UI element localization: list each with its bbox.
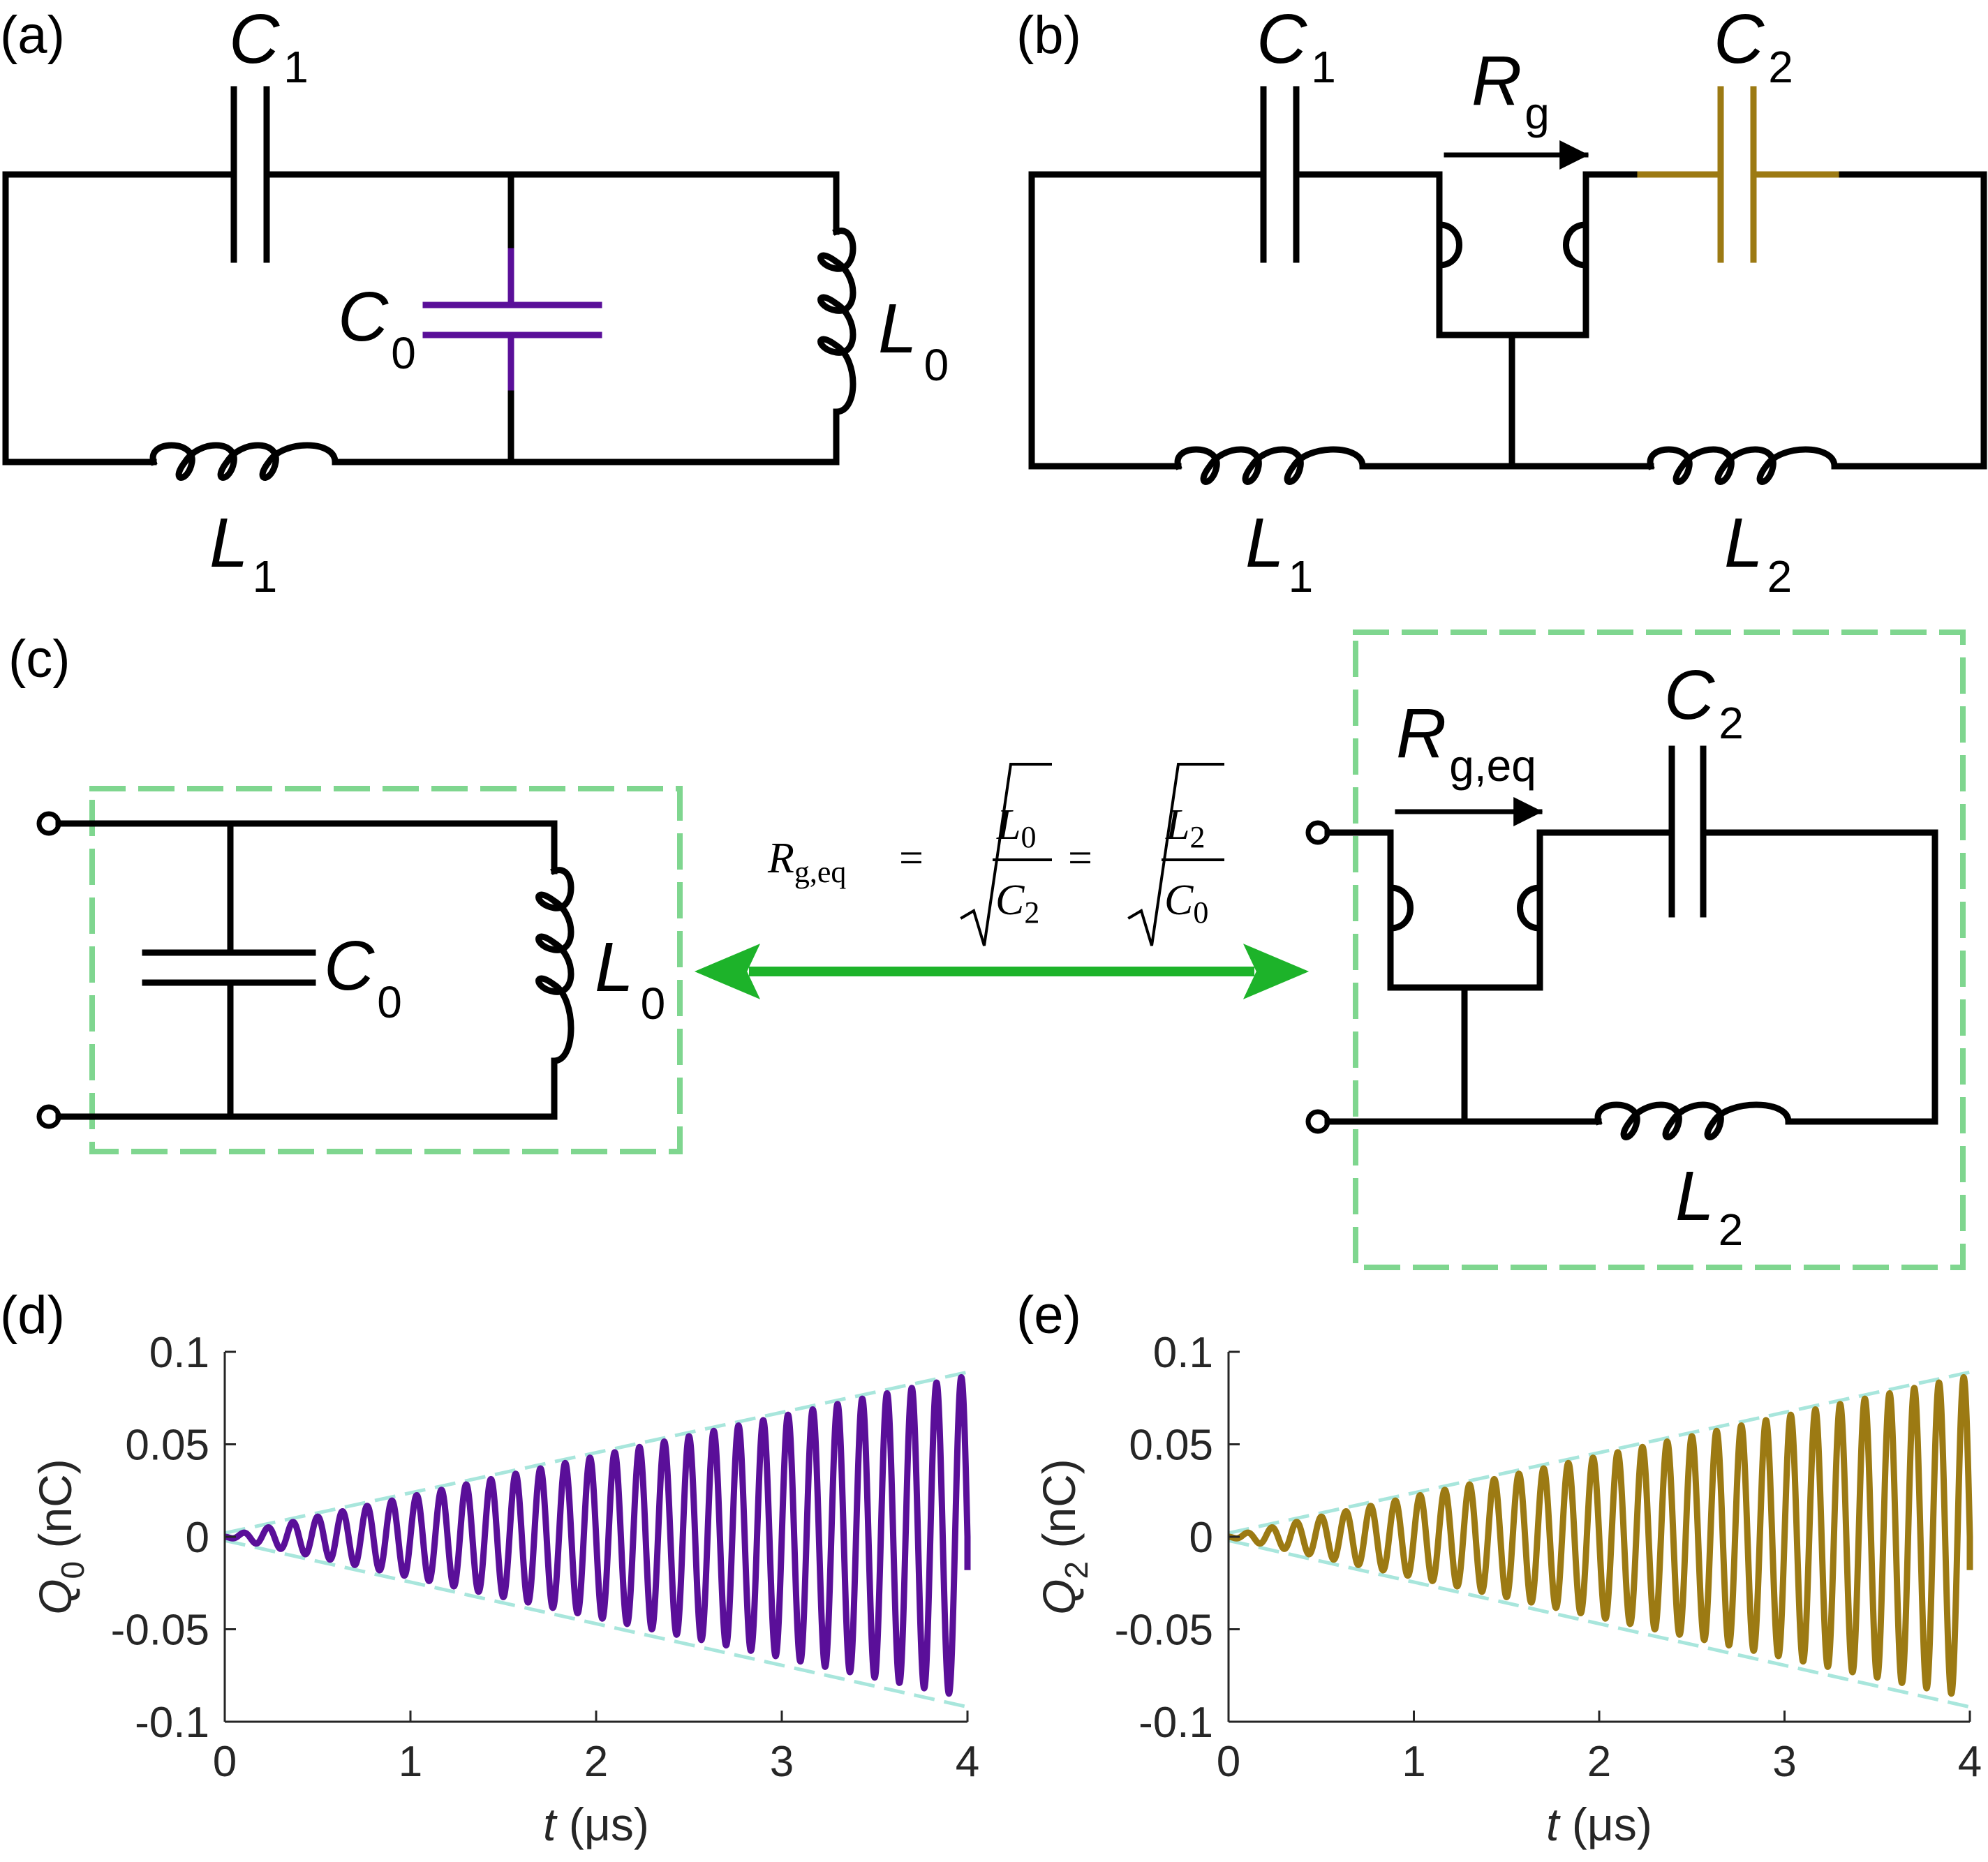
chart-e: 0 1 2 3 4 0.1 0.05 0 -0.05 -0.1 t (μs) Q2 (nC) xyxy=(1033,1329,1982,1850)
chart-e-ytick-label: 0 xyxy=(1189,1514,1213,1562)
chart-e-xtick-label: 2 xyxy=(1587,1738,1611,1786)
radical-1 xyxy=(960,763,1052,946)
inductor-l1-coil-b xyxy=(1174,446,1366,485)
inductor-l0-coil-c xyxy=(535,867,574,1064)
frac2-numerator: L2 xyxy=(1165,801,1205,854)
panel-b: (b) xyxy=(1016,6,1987,485)
frac1-denominator: C2 xyxy=(995,877,1039,930)
gyrator-bump-right-b xyxy=(1563,221,1589,269)
chart-e-xtick-label: 4 xyxy=(1958,1738,1982,1786)
frac2-denominator: C0 xyxy=(1164,877,1208,930)
inductor-l0-coil xyxy=(817,228,856,415)
chart-d-xtick-label: 2 xyxy=(584,1738,608,1786)
frac1-numerator: L0 xyxy=(996,801,1036,854)
wire-c-left-top xyxy=(55,820,558,874)
chart-e-ytick-label: -0.1 xyxy=(1138,1699,1213,1747)
inductor-l2-coil-c xyxy=(1594,1101,1792,1140)
wire-c-right-gyrator xyxy=(1324,829,1673,991)
gyrator-bump-left-b xyxy=(1436,221,1462,269)
chart-d-xtick-label: 3 xyxy=(770,1738,794,1786)
chart-e-xlabel: t (μs) xyxy=(1546,1798,1652,1850)
equation-equals-1: = xyxy=(899,835,923,882)
equation-equals-2: = xyxy=(1068,835,1092,882)
wire-b-left-loop xyxy=(1028,171,1263,470)
chart-e-envelope-upper xyxy=(1228,1370,1971,1535)
chart-e-oscillation-line xyxy=(1225,1373,1973,1697)
equivalent-box-left xyxy=(89,786,683,1154)
chart-d-ytick-label: 0.05 xyxy=(125,1422,209,1470)
panel-a: (a) xyxy=(0,6,856,481)
inductor-l2-coil-b xyxy=(1647,446,1838,485)
wire-a-top-right xyxy=(267,171,840,235)
panel-c-label: (c) xyxy=(8,630,71,689)
chart-e-ytick-label: -0.05 xyxy=(1115,1607,1213,1655)
chart-d-xtick-label: 4 xyxy=(956,1738,979,1786)
panel-b-label: (b) xyxy=(1016,6,1081,65)
wire-b-right-loop xyxy=(1831,171,1987,470)
gyrator-bump-left-c xyxy=(1387,884,1414,932)
chart-d-envelope-upper xyxy=(224,1370,968,1535)
chart-d-ytick-label: 0 xyxy=(186,1514,209,1562)
chart-e-ylabel: Q2 (nC) xyxy=(1033,1459,1095,1615)
chart-d-xtick-label: 1 xyxy=(399,1738,422,1786)
equivalent-box-right xyxy=(1353,630,1966,1270)
wire-c-right-c2-to-edge xyxy=(1702,829,1938,1125)
chart-d-ylabel: Q0 (nC) xyxy=(29,1459,91,1615)
chart-d-ytick-label: -0.05 xyxy=(111,1607,209,1655)
chart-e-envelope-lower xyxy=(1228,1538,1971,1709)
chart-e-xtick-label: 3 xyxy=(1772,1738,1796,1786)
panel-b-labels: C1 Rg C2 L1 L2 xyxy=(1245,0,1793,602)
chart-d-oscillation-line xyxy=(221,1373,971,1697)
panel-a-label: (a) xyxy=(0,6,65,65)
wire-c-left-bottom xyxy=(55,1057,558,1120)
label-rg-eq-c: Rg,eq xyxy=(1396,694,1536,791)
equivalence-arrow-head-right xyxy=(1242,944,1310,999)
chart-d-envelope-lower xyxy=(224,1538,968,1709)
inductor-l1-coil xyxy=(149,442,339,481)
radical-2 xyxy=(1127,763,1224,946)
chart-e-xtick-label: 0 xyxy=(1217,1738,1240,1786)
label-l2-b: L2 xyxy=(1724,504,1792,602)
label-c2-b: C2 xyxy=(1714,0,1793,92)
panel-d-label: (d) xyxy=(0,1286,65,1345)
wire-a-right-bottom xyxy=(332,408,840,465)
chart-d-xlabel: t (μs) xyxy=(543,1798,649,1850)
chart-d: 0 1 2 3 4 0.1 0.05 0 -0.05 -0.1 t (μs) Q0 (nC) xyxy=(29,1329,979,1850)
equation-lhs: Rg,eq xyxy=(767,835,846,889)
label-rg-b: Rg xyxy=(1471,42,1550,138)
label-c1-b: C1 xyxy=(1256,0,1336,92)
label-c0-a: C0 xyxy=(338,278,416,378)
label-c0-c: C0 xyxy=(324,927,402,1027)
equivalence-arrow-head-left xyxy=(694,944,761,999)
chart-e-ytick-label: 0.05 xyxy=(1129,1422,1213,1470)
label-l1-b: L1 xyxy=(1245,504,1313,602)
wire-a-left-top xyxy=(2,171,234,465)
chart-d-ytick-label: -0.1 xyxy=(135,1699,209,1747)
gyrator-bump-right-c xyxy=(1517,884,1543,932)
chart-d-xtick-label: 0 xyxy=(213,1738,237,1786)
label-c1-a: C1 xyxy=(229,0,309,92)
wire-b-c1-to-junction xyxy=(1296,171,1644,338)
label-l1-a: L1 xyxy=(209,504,277,602)
chart-d-ytick-label: 0.1 xyxy=(149,1329,209,1377)
chart-e-ytick-label: 0.1 xyxy=(1153,1329,1213,1377)
panel-c: (c) xyxy=(8,630,1966,1270)
panel-e-label: (e) xyxy=(1016,1286,1081,1345)
chart-e-xtick-label: 1 xyxy=(1402,1738,1425,1786)
label-c2-c: C2 xyxy=(1664,656,1744,748)
label-l2-c: L2 xyxy=(1675,1157,1743,1255)
